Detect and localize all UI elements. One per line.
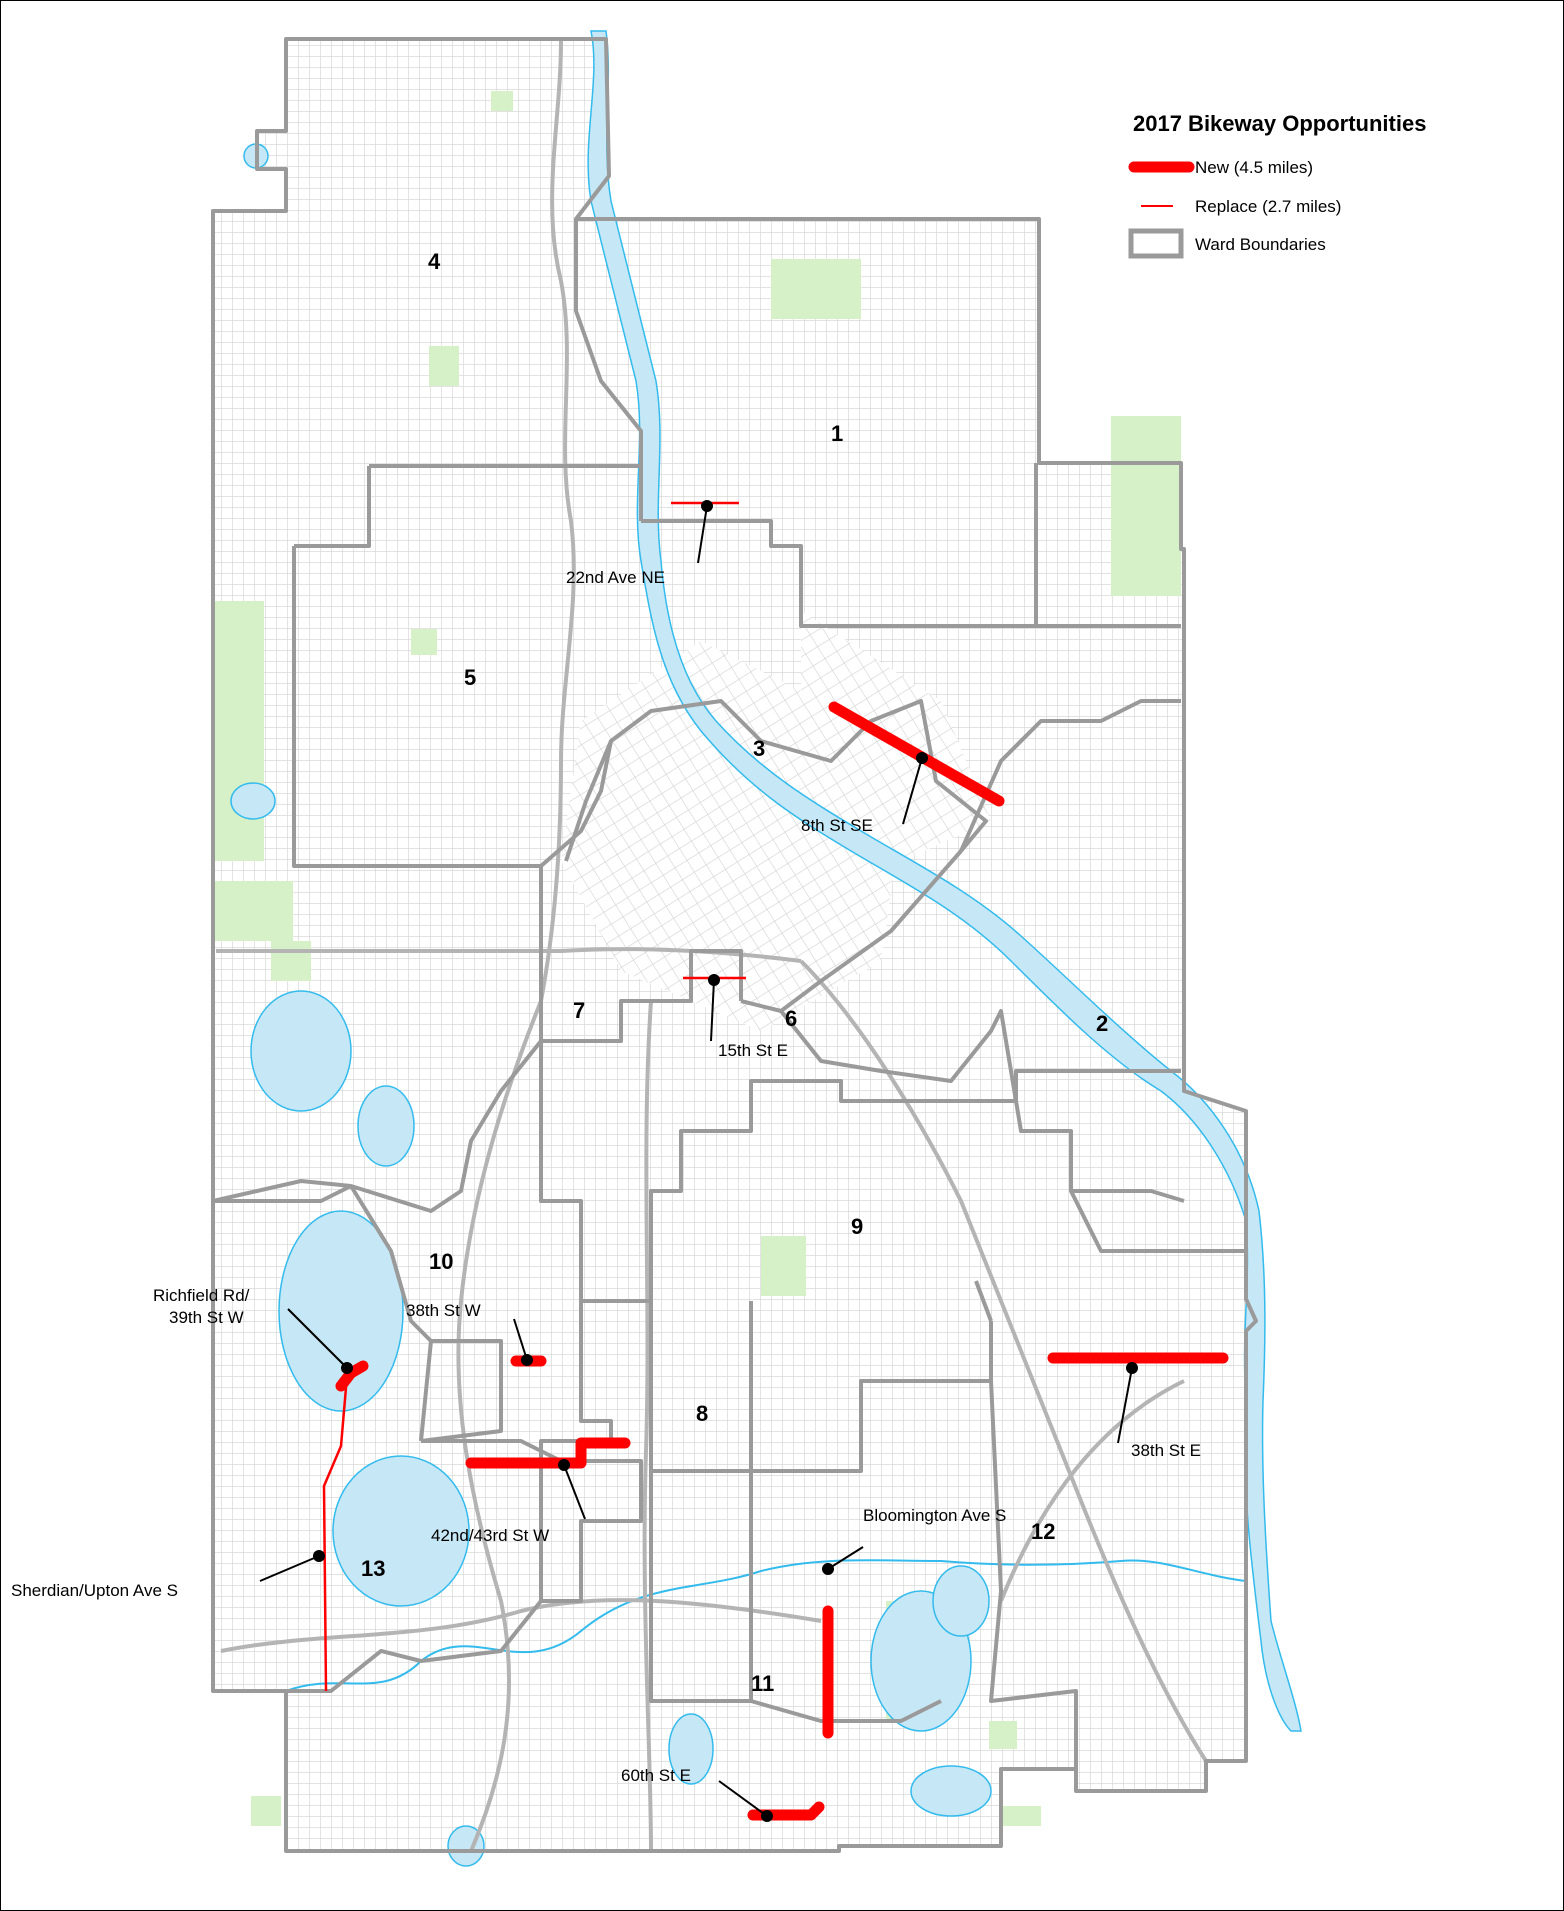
callout-bloomington-ave-s: Bloomington Ave S — [863, 1506, 1006, 1525]
callout-38th-st-e: 38th St E — [1131, 1441, 1201, 1460]
route-8th-st-se — [828, 701, 1005, 807]
callout-labels: 22nd Ave NE 8th St SE 15th St E 38th St … — [11, 568, 1201, 1785]
callout-60th-st-e: 60th St E — [621, 1766, 691, 1785]
water-features — [230, 30, 1302, 1867]
callout-15th-st-e: 15th St E — [718, 1041, 788, 1060]
callout-leaders — [259, 500, 1138, 1822]
ward-11-label: 11 — [751, 1671, 774, 1696]
ward-7-label: 7 — [573, 998, 585, 1023]
callout-8th-st-se: 8th St SE — [801, 816, 873, 835]
legend: 2017 Bikeway Opportunities New (4.5 mile… — [1128, 111, 1426, 259]
legend-ward-symbol — [1128, 228, 1184, 259]
legend-ward-label: Ward Boundaries — [1195, 235, 1326, 254]
legend-new-label: New (4.5 miles) — [1195, 158, 1313, 177]
ward-4-label: 4 — [428, 249, 441, 274]
callout-richfield-rd-line2: 39th St W — [169, 1308, 244, 1327]
ward-12-label: 12 — [1031, 1519, 1055, 1544]
ward-13-label: 13 — [361, 1556, 385, 1581]
callout-sherdian-upton-ave-s: Sherdian/Upton Ave S — [11, 1581, 178, 1600]
legend-title: 2017 Bikeway Opportunities — [1133, 111, 1426, 136]
ward-6-label: 6 — [785, 1006, 797, 1031]
callout-38th-st-w: 38th St W — [406, 1301, 481, 1320]
route-sherdian-upton — [322, 1375, 349, 1692]
callout-42nd-43rd-st-w: 42nd/43rd St W — [431, 1526, 549, 1545]
legend-replace-label: Replace (2.7 miles) — [1195, 197, 1341, 216]
ward-1-label: 1 — [831, 421, 843, 446]
ward-5-label: 5 — [464, 665, 476, 690]
ward-8-label: 8 — [696, 1401, 708, 1426]
ward-boundaries — [211, 37, 1258, 1853]
route-richfield-rd — [335, 1360, 369, 1392]
ward-10-label: 10 — [429, 1249, 453, 1274]
callout-richfield-rd-line1: Richfield Rd/ — [153, 1286, 250, 1305]
route-42nd-43rd-st-w — [465, 1437, 631, 1469]
ward-numbers: 1 2 3 4 5 6 7 8 9 10 11 12 13 — [361, 249, 1108, 1696]
ward-3-label: 3 — [753, 736, 765, 761]
ward-9-label: 9 — [851, 1214, 863, 1239]
callout-22nd-ave-ne: 22nd Ave NE — [566, 568, 665, 587]
ward-2-label: 2 — [1096, 1011, 1108, 1036]
